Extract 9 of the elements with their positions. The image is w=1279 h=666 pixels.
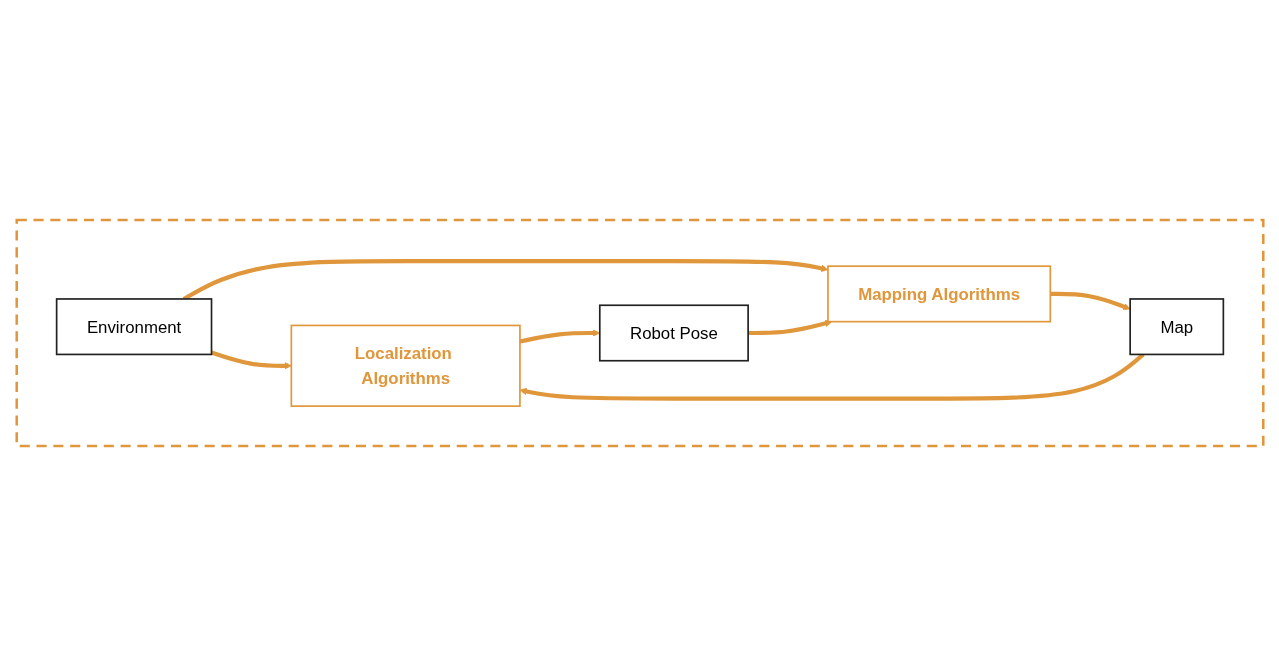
cluster [14,218,1265,448]
node-box: Robot Pose [598,304,749,362]
arrow [747,319,832,336]
arrow [1049,291,1130,311]
node-box: Environment [55,298,212,356]
node-box: Mapping Algorithms [826,265,1051,323]
node-box: Map [1128,298,1224,356]
arrow [519,329,600,344]
node-box: Localization Algorithms [290,324,521,407]
